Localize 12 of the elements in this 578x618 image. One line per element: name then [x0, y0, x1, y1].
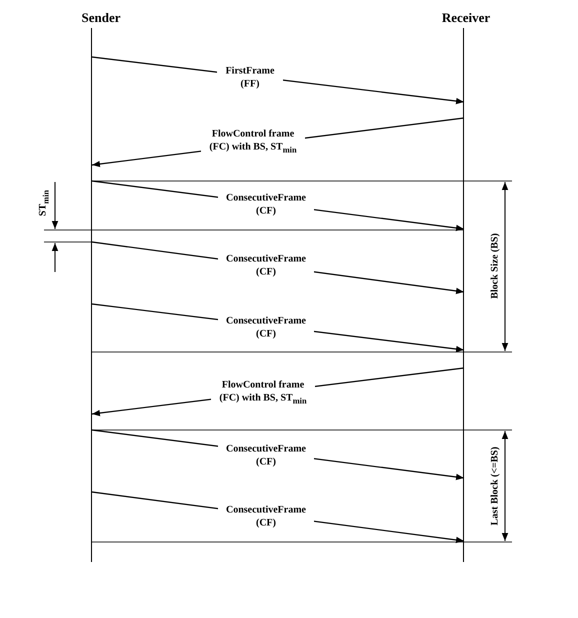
- dimension-label: Last Block (<=BS): [490, 446, 500, 526]
- edge-label: FlowControl frame (FC) with BS, ST$_{min}$: [211, 380, 315, 406]
- edge-label: ConsecutiveFrame (CF): [218, 254, 314, 278]
- dimension-label: Block Size (BS): [490, 233, 500, 299]
- edge-label: ConsecutiveFrame (CF): [218, 192, 314, 218]
- edge-label: ConsecutiveFrame (CF): [218, 504, 314, 530]
- edge-label: FirstFrame (FF): [217, 66, 283, 90]
- participant-label: Sender: [82, 10, 120, 26]
- edge-label: FlowControl frame (FC) with BS, ST$_{min}$: [201, 128, 305, 156]
- edge-label: ConsecutiveFrame (CF): [218, 444, 314, 468]
- edge-label: ConsecutiveFrame (CF): [218, 316, 314, 340]
- participant-label: Receiver: [442, 10, 490, 26]
